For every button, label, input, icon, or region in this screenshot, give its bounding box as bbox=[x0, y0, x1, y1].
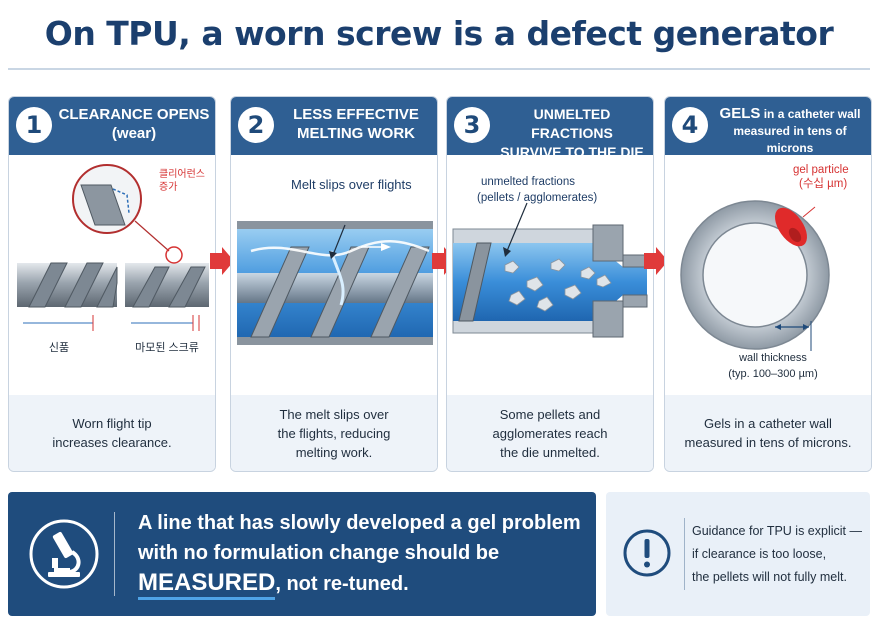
panel-caption: Gels in a catheter wall measured in tens… bbox=[665, 395, 871, 471]
microscope-icon bbox=[28, 518, 100, 590]
panel-caption: The melt slips over the flights, reducin… bbox=[231, 395, 437, 471]
wall-thickness-label: (typ. 100–300 µm) bbox=[728, 368, 818, 380]
panel-gels-in-wall: 4 GELS in a catheter wall measured in te… bbox=[664, 96, 872, 472]
panel-caption: Some pellets and agglomerates reach the … bbox=[447, 395, 653, 471]
exclamation-circle-icon bbox=[622, 528, 672, 578]
step-number-badge: 2 bbox=[238, 107, 274, 143]
new-screw-label: 신품 bbox=[49, 341, 69, 354]
melt-slip-illustration: Melt slips over flights bbox=[231, 155, 437, 395]
screw-wear-illustration: 클리어런스 증가 신품 마모된 스크류 bbox=[9, 155, 215, 395]
panel-header: 2 LESS EFFECTIVE MELTING WORK bbox=[231, 97, 437, 155]
note-divider bbox=[684, 518, 685, 590]
panel-heading: CLEARANCE OPENS (wear) bbox=[58, 106, 210, 142]
unmelted-fractions-label: (pellets / agglomerates) bbox=[477, 192, 597, 204]
measured-emphasis: MEASURED bbox=[138, 569, 276, 600]
gel-particle-label: (수십 µm) bbox=[799, 177, 847, 190]
banner-divider bbox=[114, 512, 115, 596]
panel-caption: Worn flight tip increases clearance. bbox=[9, 395, 215, 471]
step-number-badge: 1 bbox=[16, 107, 52, 143]
panel-heading: GELS in a catheter wall measured in tens… bbox=[719, 105, 861, 155]
melt-slip-label: Melt slips over flights bbox=[291, 177, 412, 192]
panel-header: 1 CLEARANCE OPENS (wear) bbox=[9, 97, 215, 155]
page-title: On TPU, a worn screw is a defect generat… bbox=[44, 14, 834, 53]
clearance-callout: 클리어런스 bbox=[159, 168, 205, 180]
worn-screw-label: 마모된 스크류 bbox=[135, 341, 199, 354]
panel-heading: LESS EFFECTIVE MELTING WORK bbox=[293, 106, 419, 142]
step-number-badge: 3 bbox=[454, 107, 490, 143]
conclusion-text: A line that has slowly developed a gel p… bbox=[138, 508, 588, 600]
panel-less-melting-work: 2 LESS EFFECTIVE MELTING WORK bbox=[230, 96, 438, 472]
panel-clearance-opens: 1 CLEARANCE OPENS (wear) bbox=[8, 96, 216, 472]
guidance-text: Guidance for TPU is explicit — if cleara… bbox=[692, 524, 862, 584]
clearance-callout: 증가 bbox=[159, 181, 177, 193]
flow-arrow-icon bbox=[210, 247, 234, 275]
catheter-cross-section-illustration: gel particle (수십 µm) wall thickness (typ… bbox=[665, 155, 871, 395]
step-number-badge: 4 bbox=[672, 107, 708, 143]
unmelted-fractions-label: unmelted fractions bbox=[481, 176, 575, 188]
panel-header: 3 UNMELTED FRACTIONS SURVIVE TO THE DIE bbox=[447, 97, 653, 160]
panel-header: 4 GELS in a catheter wall measured in te… bbox=[665, 97, 871, 155]
flow-arrow-icon bbox=[644, 247, 668, 275]
gel-particle-label: gel particle bbox=[793, 164, 849, 176]
guidance-note: Guidance for TPU is explicit — if cleara… bbox=[606, 492, 870, 616]
unmelted-pellets-illustration: unmelted fractions (pellets / agglomerat… bbox=[447, 155, 653, 395]
panel-unmelted-fractions: 3 UNMELTED FRACTIONS SURVIVE TO THE DIE bbox=[446, 96, 654, 472]
title-divider bbox=[8, 68, 870, 70]
wall-thickness-label: wall thickness bbox=[738, 352, 807, 364]
panel-heading: UNMELTED FRACTIONS SURVIVE TO THE DIE bbox=[500, 106, 644, 160]
conclusion-banner: A line that has slowly developed a gel p… bbox=[8, 492, 596, 616]
